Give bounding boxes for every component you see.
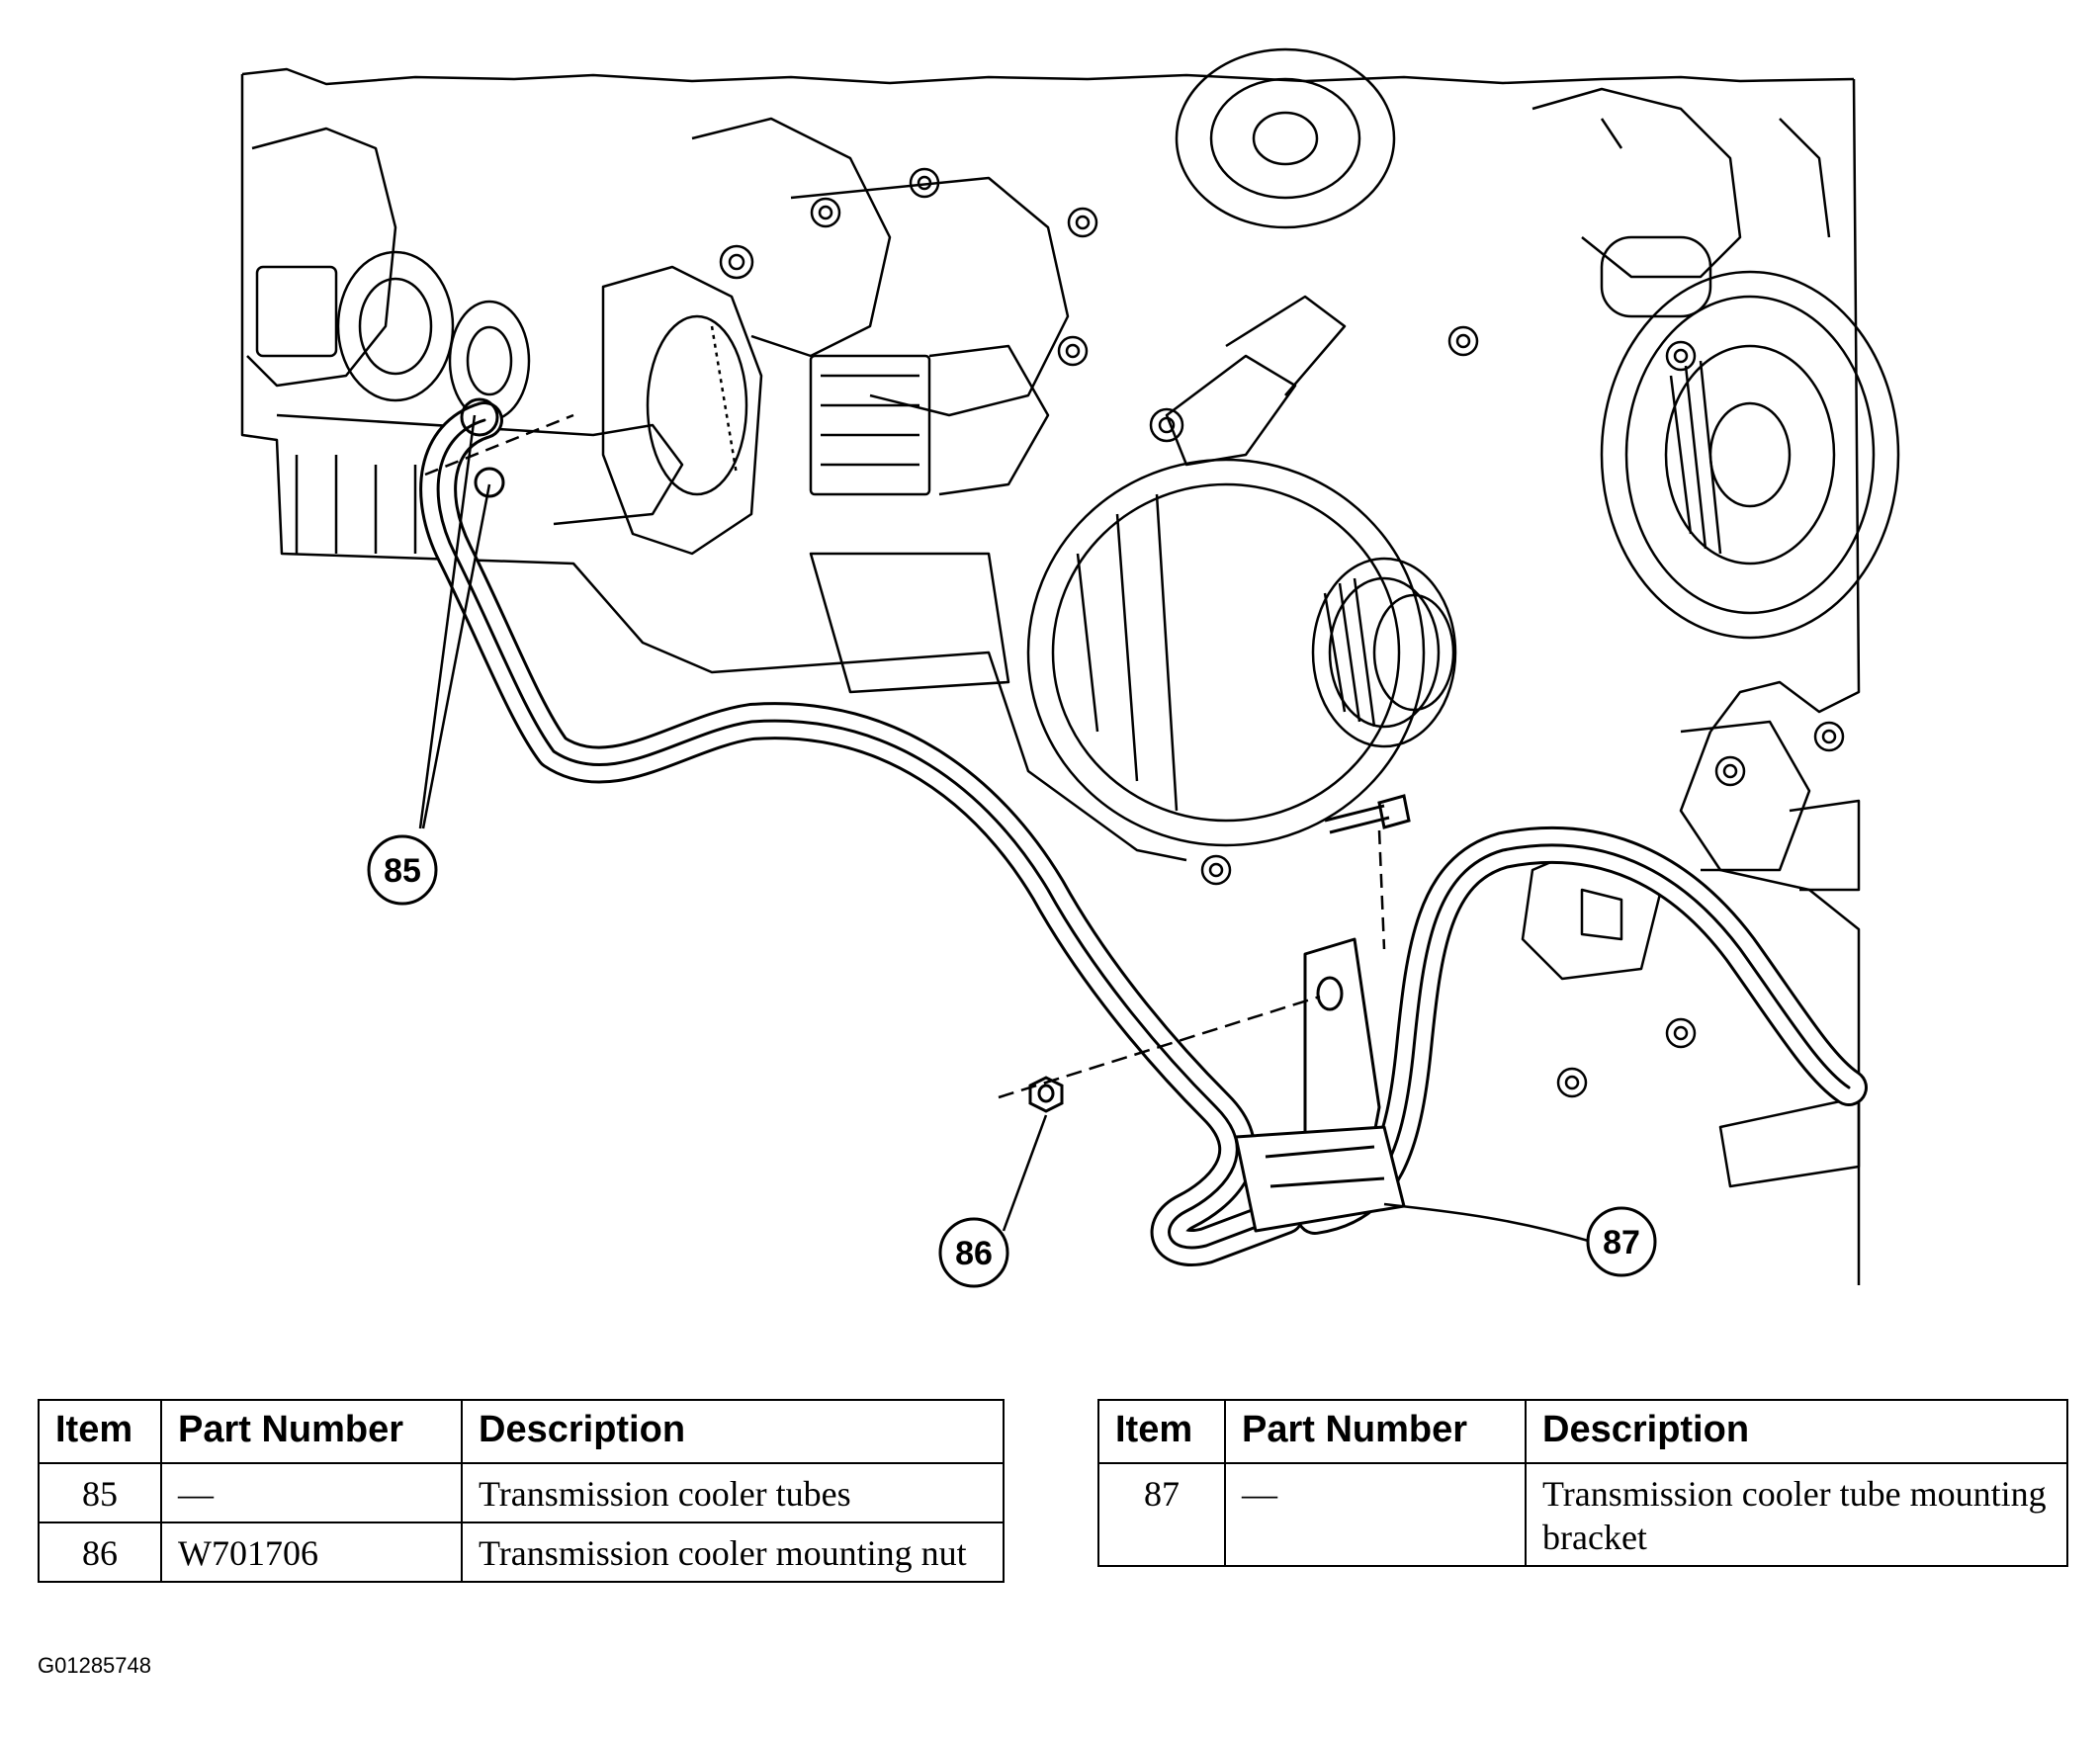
callout-85: 85	[367, 834, 438, 906]
callout-86-label: 86	[955, 1235, 993, 1272]
header-description: Description	[461, 1399, 1005, 1464]
header-item: Item	[1097, 1399, 1226, 1464]
cooler-tubes	[419, 397, 1868, 1266]
row-item: 86	[38, 1522, 162, 1583]
header-part-number: Part Number	[160, 1399, 463, 1464]
leader-lines	[418, 413, 1593, 1244]
row-part-number: —	[160, 1462, 463, 1523]
cooler-tube-bracket	[1234, 937, 1406, 1233]
bracket-stud	[1324, 794, 1411, 834]
header-description: Description	[1525, 1399, 2068, 1464]
callout-87: 87	[1586, 1206, 1657, 1277]
parts-table-right: Item Part Number Description 87 — Transm…	[1097, 1399, 2068, 1567]
header-item: Item	[38, 1399, 162, 1464]
table-row: 86 W701706 Transmission cooler mounting …	[38, 1522, 1005, 1583]
row-description: Transmission cooler mounting nut	[461, 1522, 1005, 1583]
row-description: Transmission cooler tubes	[461, 1462, 1005, 1523]
mounting-nut	[1028, 1076, 1064, 1113]
table-header-row: Item Part Number Description	[1097, 1399, 2068, 1464]
row-item: 87	[1097, 1462, 1226, 1567]
row-part-number: W701706	[160, 1522, 463, 1583]
row-item: 85	[38, 1462, 162, 1523]
engine-cooler-tube-illustration: 85 86 87	[240, 47, 1900, 1288]
figure-id: G01285748	[38, 1653, 151, 1678]
table-header-row: Item Part Number Description	[38, 1399, 1005, 1464]
row-part-number: —	[1224, 1462, 1527, 1567]
table-row: 85 — Transmission cooler tubes	[38, 1462, 1005, 1523]
header-part-number: Part Number	[1224, 1399, 1527, 1464]
callout-85-label: 85	[384, 852, 421, 890]
parts-table-left: Item Part Number Description 85 — Transm…	[38, 1399, 1005, 1583]
table-row: 87 — Transmission cooler tube mounting b…	[1097, 1462, 2068, 1567]
callout-86: 86	[938, 1217, 1009, 1288]
row-description: Transmission cooler tube mounting bracke…	[1525, 1462, 2068, 1567]
callout-87-label: 87	[1603, 1224, 1640, 1261]
